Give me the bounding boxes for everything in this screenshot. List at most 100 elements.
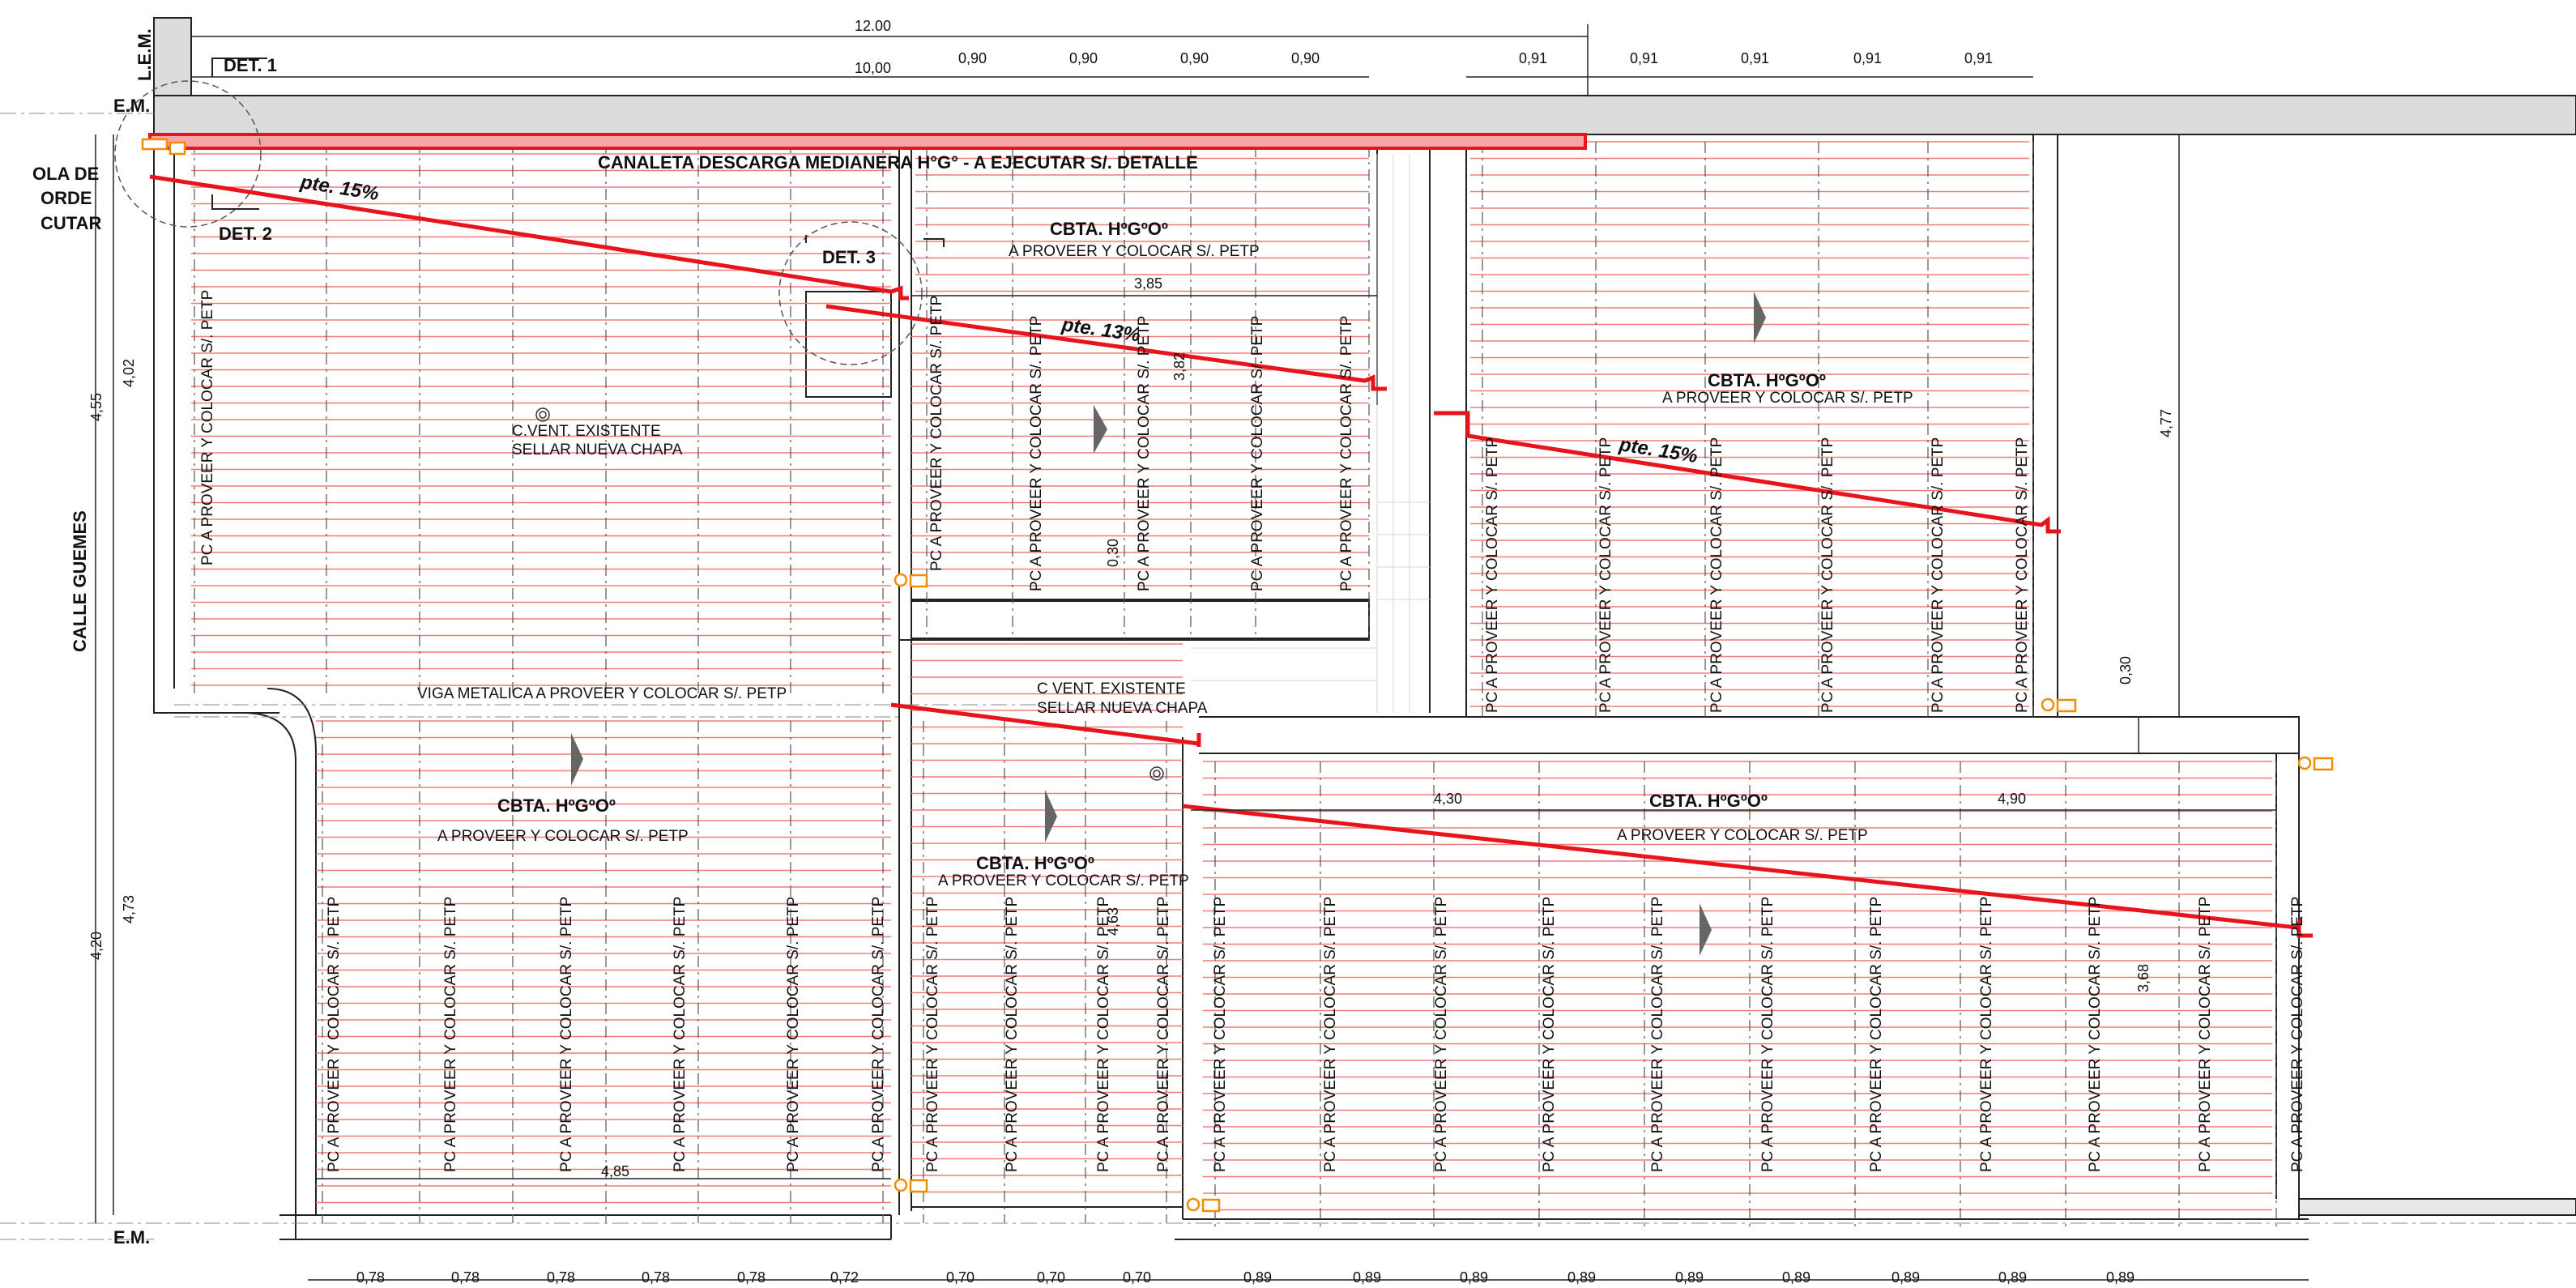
- bottom-dim-label: 0,70: [1037, 1269, 1065, 1286]
- roof-sub-1: A PROVEER Y COLOCAR S/. PETP: [1009, 243, 1260, 260]
- purlin-label: PC A PROVEER Y COLOCAR S/. PETP: [2014, 437, 2031, 713]
- em-bottom-label: E.M.: [113, 1227, 150, 1247]
- bottom-dim-label: 0,89: [1567, 1269, 1596, 1286]
- purlin-label: PC A PROVEER Y COLOCAR S/. PETP: [1819, 437, 1836, 713]
- purlin-label: PC A PROVEER Y COLOCAR S/. PETP: [870, 897, 887, 1172]
- beam-label: VIGA METALICA A PROVEER Y COLOCAR S/. PE…: [417, 685, 787, 702]
- purlin-label: PC A PROVEER Y COLOCAR S/. PETP: [199, 290, 216, 565]
- purlin-label: PC A PROVEER Y COLOCAR S/. PETP: [558, 897, 575, 1172]
- purlin-label: PC A PROVEER Y COLOCAR S/. PETP: [1338, 316, 1355, 591]
- vent-symbols: [535, 407, 1164, 781]
- purlin-label: PC A PROVEER Y COLOCAR S/. PETP: [1930, 437, 1947, 713]
- vent-1-line2: SELLAR NUEVA CHAPA: [512, 441, 683, 458]
- dim-490: 4,90: [1998, 791, 2026, 807]
- purlin-label: PC A PROVEER Y COLOCAR S/. PETP: [1136, 316, 1153, 591]
- vent-1-line1: C.VENT. EXISTENTE: [512, 423, 661, 440]
- det3-label: DET. 3: [822, 247, 876, 267]
- purlin-lines: [194, 142, 2277, 1231]
- bottom-dim-label: 0,89: [2106, 1269, 2135, 1286]
- dim-463: 4,63: [1105, 907, 1121, 936]
- purlin-label: PC A PROVEER Y COLOCAR S/. PETP: [1155, 897, 1172, 1172]
- bottom-dim-label: 0,78: [547, 1269, 575, 1286]
- drain-markers: [141, 138, 2334, 1213]
- dim-485: 4,85: [601, 1163, 629, 1179]
- dim-top-7: 0,91: [1853, 50, 1882, 66]
- cut-text-1: OLA DE: [32, 164, 99, 184]
- bottom-dim-label: 0,89: [1460, 1269, 1488, 1286]
- roof-sub-5: A PROVEER Y COLOCAR S/. PETP: [1617, 827, 1868, 844]
- roof-title-5: CBTA. HºGºOº: [1649, 791, 1768, 811]
- em-top-label: E.M.: [113, 96, 150, 116]
- purlin-label: PC A PROVEER Y COLOCAR S/. PETP: [1028, 316, 1045, 591]
- dim-total-12: 12.00: [855, 18, 891, 34]
- dim-030b: 0,30: [2118, 656, 2134, 685]
- det1-label: DET. 1: [224, 55, 277, 75]
- light-grid: [1191, 154, 1430, 713]
- bottom-dim-label: 0,89: [1243, 1269, 1272, 1286]
- purlin-label: PC A PROVEER Y COLOCAR S/. PETP: [1708, 437, 1725, 713]
- purlin-label: PC A PROVEER Y COLOCAR S/. PETP: [1484, 437, 1501, 713]
- purlin-label: PC A PROVEER Y COLOCAR S/. PETP: [1095, 897, 1112, 1172]
- dim-left-473: 4,73: [121, 895, 137, 923]
- cut-text-3: CUTAR: [41, 213, 101, 233]
- dim-top-8: 0,91: [1964, 50, 1993, 66]
- dim-top-1: 0,90: [1069, 50, 1098, 66]
- purlin-label: PC A PROVEER Y COLOCAR S/. PETP: [2087, 897, 2104, 1172]
- dim-030a: 0,30: [1105, 539, 1121, 567]
- purlin-label: PC A PROVEER Y COLOCAR S/. PETP: [924, 897, 941, 1172]
- roof-title-3: CBTA. HºGºOº: [497, 795, 616, 816]
- dim-left-455: 4,55: [88, 393, 104, 421]
- bottom-dim-label: 0,89: [1891, 1269, 1920, 1286]
- roof-title-1: CBTA. HºGºOº: [1050, 219, 1168, 239]
- dim-total-10: 10,00: [855, 60, 891, 76]
- detail-leaders: [211, 58, 945, 247]
- slope-arrows: [571, 292, 1766, 956]
- dim-430: 4,30: [1434, 791, 1462, 807]
- bottom-dim-label: 0,78: [451, 1269, 480, 1286]
- dim-left-402: 4,02: [121, 359, 137, 387]
- roof-title-2: CBTA. HºGºOº: [1708, 370, 1826, 390]
- bottom-dim-label: 0,72: [830, 1269, 859, 1286]
- canaleta-gutter: [148, 133, 1587, 150]
- bottom-dim-label: 0,89: [1782, 1269, 1810, 1286]
- vent-2-line1: C VENT. EXISTENTE: [1037, 680, 1186, 697]
- purlin-label: PC A PROVEER Y COLOCAR S/. PETP: [1249, 316, 1266, 591]
- purlin-label: PC A PROVEER Y COLOCAR S/. PETP: [1759, 897, 1776, 1172]
- detail-callouts: [114, 80, 923, 365]
- purlin-label: PC A PROVEER Y COLOCAR S/. PETP: [326, 897, 343, 1172]
- purlin-label: PC A PROVEER Y COLOCAR S/. PETP: [928, 296, 945, 571]
- bottom-dim-label: 0,70: [1123, 1269, 1151, 1286]
- bottom-dim-label: 0,78: [642, 1269, 670, 1286]
- lem-label: L.E.M.: [134, 28, 155, 81]
- bottom-dim-label: 0,89: [1998, 1269, 2027, 1286]
- purlin-label: PC A PROVEER Y COLOCAR S/. PETP: [672, 897, 689, 1172]
- dim-top-5: 0,91: [1630, 50, 1658, 66]
- street-label: CALLE GUEMES: [70, 510, 90, 652]
- purlin-label: PC A PROVEER Y COLOCAR S/. PETP: [1004, 897, 1021, 1172]
- purlin-label: PC A PROVEER Y COLOCAR S/. PETP: [2197, 897, 2214, 1172]
- dimension-lines: [95, 24, 2309, 1281]
- slope-lines: [149, 174, 2313, 938]
- roof-sub-4: A PROVEER Y COLOCAR S/. PETP: [938, 872, 1189, 889]
- dim-top-6: 0,91: [1741, 50, 1769, 66]
- dim-477: 4,77: [2158, 409, 2174, 437]
- bottom-dim-label: 0,70: [946, 1269, 975, 1286]
- cut-text-2: ORDE: [41, 188, 92, 208]
- bottom-dim-label: 0,89: [1353, 1269, 1381, 1286]
- det2-label: DET. 2: [219, 224, 272, 244]
- purlin-label: PC A PROVEER Y COLOCAR S/. PETP: [1541, 897, 1558, 1172]
- dim-368: 3,68: [2135, 964, 2152, 992]
- bottom-dim-label: 0,89: [1675, 1269, 1704, 1286]
- purlin-label: PC A PROVEER Y COLOCAR S/. PETP: [1649, 897, 1666, 1172]
- roof-title-4: CBTA. HºGºOº: [976, 853, 1094, 873]
- dim-top-2: 0,90: [1180, 50, 1209, 66]
- purlin-labels: PC A PROVEER Y COLOCAR S/. PETP PC A PROV…: [199, 290, 2306, 1172]
- dim-top-0: 0,90: [958, 50, 987, 66]
- roof-sheet-lines: [191, 141, 2272, 1211]
- purlin-label: PC A PROVEER Y COLOCAR S/. PETP: [442, 897, 459, 1172]
- canaleta-label: CANALETA DESCARGA MEDIANERA H°G° - A EJE…: [598, 152, 1198, 173]
- bottom-dim-label: 0,78: [737, 1269, 766, 1286]
- dim-left-420: 4,20: [88, 932, 104, 960]
